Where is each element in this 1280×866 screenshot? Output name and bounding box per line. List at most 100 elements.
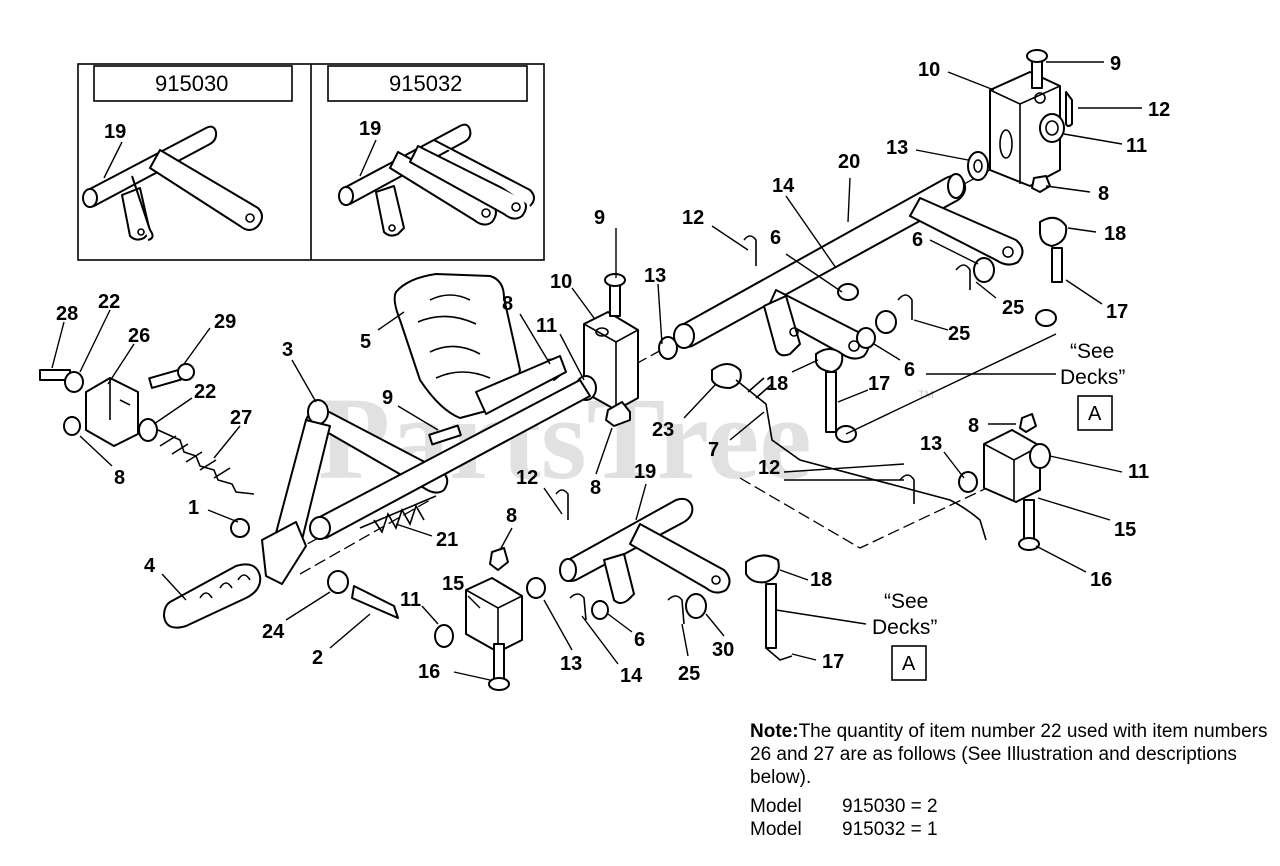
model-word: Model: [750, 796, 802, 817]
callout-27: 27: [230, 407, 252, 429]
callout-numbers: 9 10 12 11 13 8 20 14 18 6 17 25 25 6 12…: [56, 53, 1170, 687]
callout-16: 16: [1090, 569, 1112, 591]
callout-4: 4: [144, 555, 156, 577]
model-tag-915030-label: 915030: [155, 71, 228, 96]
callout-20: 20: [838, 151, 860, 173]
callout-7: 7: [708, 439, 719, 461]
callout-17: 17: [822, 651, 844, 673]
callout-25: 25: [678, 663, 700, 685]
callout-10: 10: [550, 271, 572, 293]
callout-22: 22: [194, 381, 216, 403]
callout-8: 8: [1098, 183, 1109, 205]
pivot-arm: [261, 379, 591, 585]
callout-18: 18: [1104, 223, 1126, 245]
callout-15: 15: [442, 573, 464, 595]
model-tag-915032-label: 915032: [389, 71, 462, 96]
callout-13: 13: [644, 265, 666, 287]
see-decks-lower-box: [891, 645, 927, 681]
main-shaft: [673, 173, 1024, 360]
inset-left-shaft: 19: [82, 121, 263, 241]
callout-3: 3: [282, 339, 293, 361]
callout-10: 10: [918, 59, 940, 81]
callout-11: 11: [400, 589, 421, 611]
callout-8: 8: [968, 415, 979, 437]
handle-grip: [163, 563, 262, 629]
model-inset: 915030 915032 19 19: [77, 63, 545, 261]
see-decks-upper-line1: “See: [1070, 340, 1114, 363]
shaft-hardware: [658, 216, 1068, 360]
inset-right-shaft: 19: [338, 118, 535, 237]
callout-28: 28: [56, 303, 78, 325]
upper-right-bracket: [967, 49, 1073, 193]
callout-16: 16: [418, 661, 440, 683]
inset-left-callout-19: 19: [104, 121, 126, 143]
callout-6: 6: [770, 227, 781, 249]
callout-25: 25: [948, 323, 970, 345]
see-decks-lower-line1: “See: [884, 590, 928, 613]
callout-22: 22: [98, 291, 120, 313]
spring-rod: [359, 424, 462, 534]
see-decks-upper-box-label: A: [1088, 403, 1102, 425]
callout-29: 29: [214, 311, 236, 333]
callout-5: 5: [360, 331, 371, 353]
model-quantity-row: Model 915032 = 1: [750, 818, 1270, 841]
callout-21: 21: [436, 529, 458, 551]
note-body: The quantity of item number 22 used with…: [750, 721, 1268, 788]
callout-30: 30: [712, 639, 734, 661]
callout-11: 11: [1128, 461, 1149, 483]
model-word: Model: [750, 819, 802, 840]
lower-left-hardware: [327, 547, 546, 691]
see-decks-lower: “See Decks” A: [872, 590, 937, 681]
callout-15: 15: [1114, 519, 1136, 541]
see-decks-lower-box-label: A: [902, 653, 916, 675]
callout-17: 17: [868, 373, 890, 395]
callout-14: 14: [772, 175, 795, 197]
callout-24: 24: [262, 621, 285, 643]
model-quantity-row: Model 915030 = 2: [750, 795, 1270, 818]
callout-25: 25: [1002, 297, 1024, 319]
callout-14: 14: [620, 665, 643, 687]
lift-pedal: [393, 273, 567, 419]
callout-12: 12: [682, 207, 704, 229]
callout-18: 18: [810, 569, 832, 591]
callout-18: 18: [766, 373, 788, 395]
callout-23: 23: [652, 419, 674, 441]
leader-lines: [51, 61, 1142, 681]
see-decks-upper-box: [1077, 395, 1113, 431]
callout-12: 12: [1148, 99, 1170, 121]
left-hardware: [39, 363, 255, 538]
see-decks-upper: “See Decks” A: [1060, 340, 1125, 431]
note-paragraph: Note:The quantity of item number 22 used…: [750, 720, 1270, 789]
callout-8: 8: [502, 293, 513, 315]
callout-1: 1: [188, 497, 199, 519]
callout-11: 11: [536, 315, 557, 337]
callout-9: 9: [382, 387, 393, 409]
callout-9: 9: [1110, 53, 1121, 75]
model-tag-915030: [93, 65, 293, 102]
callout-6: 6: [904, 359, 915, 381]
quantity-note: Note:The quantity of item number 22 used…: [750, 720, 1270, 841]
callout-12: 12: [758, 457, 780, 479]
callout-6: 6: [634, 629, 645, 651]
callout-13: 13: [560, 653, 582, 675]
see-decks-upper-line2: Decks”: [1060, 366, 1125, 389]
see-decks-lower-line2: Decks”: [872, 616, 937, 639]
callout-17: 17: [1106, 301, 1128, 323]
callout-11: 11: [1126, 135, 1147, 157]
inset-right-callout-19: 19: [359, 118, 381, 140]
callout-12: 12: [516, 467, 538, 489]
note-label: Note:: [750, 721, 799, 742]
callout-8: 8: [506, 505, 517, 527]
callout-2: 2: [312, 647, 323, 669]
model-value: 915030 = 2: [842, 796, 938, 817]
callout-6: 6: [912, 229, 923, 251]
callout-13: 13: [886, 137, 908, 159]
callout-26: 26: [128, 325, 150, 347]
model-value: 915032 = 1: [842, 819, 938, 840]
callout-8: 8: [590, 477, 601, 499]
callout-19: 19: [634, 461, 656, 483]
model-quantity-list: Model 915030 = 2 Model 915032 = 1: [750, 795, 1270, 841]
lower-shaft: [555, 489, 793, 661]
model-tag-915032: [327, 65, 528, 102]
